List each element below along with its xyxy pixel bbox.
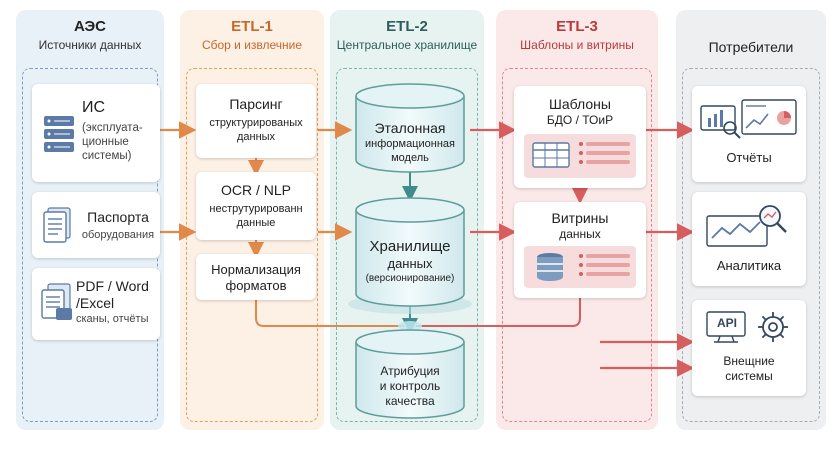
server-icon — [44, 116, 74, 152]
storage-cylinder — [348, 197, 472, 314]
source-passports-sub: оборудования — [81, 229, 155, 241]
etl3-frame — [502, 68, 652, 422]
merge-line-marts — [416, 298, 581, 327]
consumer-reports-card[interactable]: Отчёты — [692, 86, 806, 182]
column-aes-subtitle: Источники данных — [38, 38, 142, 52]
storage-title: Хранилище — [369, 238, 451, 255]
consumer-analytics-card[interactable]: Аналитика — [692, 192, 806, 286]
reports-label: Отчёты — [726, 150, 772, 165]
etl3-templates-card[interactable]: Шаблоны БДО / ТОиР — [514, 86, 646, 188]
column-etl2-subtitle: Центральное хранилище — [336, 38, 478, 52]
column-consumers-title: Потребители — [708, 39, 794, 55]
parsing-sub2: данных — [236, 131, 276, 143]
source-is-sub2: ционные — [82, 136, 129, 148]
etl1-frame — [186, 68, 318, 422]
source-is-sub1: (эксплуата- — [82, 122, 143, 134]
report-charts-icon — [700, 99, 797, 139]
column-etl3-title: ETL-3 — [556, 18, 598, 35]
source-is-sub3: системы) — [82, 150, 132, 162]
quality-cylinder — [355, 329, 465, 419]
model-sub2: модель — [391, 152, 429, 164]
etl3-marts-card[interactable]: Витрины данных — [514, 202, 646, 298]
source-is-card[interactable]: ИС (эксплуата- ционные системы) — [32, 84, 160, 182]
model-label[interactable]: Эталонная информационная модель — [356, 120, 464, 165]
source-pdf-line2: /Excel — [76, 295, 115, 311]
marts-title: Витрины — [551, 210, 609, 226]
storage-label[interactable]: Хранилище данных (версионирование) — [356, 238, 464, 286]
list-icon — [579, 142, 630, 164]
gear-icon — [758, 312, 788, 342]
quality-line3: качества — [385, 394, 435, 408]
norm-line1: Нормализация — [211, 262, 301, 277]
ocr-sub2: данные — [236, 217, 276, 229]
quality-line1: Атрибуция — [380, 364, 440, 378]
api-icon — [706, 311, 746, 343]
column-etl1-subtitle: Сбор и извлечние — [201, 38, 303, 52]
consumers-frame — [682, 68, 820, 422]
database-icon — [537, 253, 563, 281]
table-icon — [532, 142, 570, 168]
external-line2: системы — [725, 369, 773, 383]
source-passports-title: Паспорта — [87, 209, 149, 225]
external-line1: Внещние — [723, 354, 775, 368]
etl1-parsing-card[interactable]: Парсинг структурированых данных — [196, 84, 316, 158]
norm-line2: форматов — [225, 278, 287, 293]
analytics-icon — [706, 205, 787, 247]
etl2-frame — [336, 68, 478, 422]
parsing-sub1: структурированых — [209, 117, 303, 129]
storage-line2: данных — [387, 256, 433, 271]
model-sub1: информационная — [365, 138, 455, 150]
files-icon — [41, 283, 72, 320]
consumer-external-card[interactable]: API Внещние системы — [692, 300, 806, 396]
list-icon-2 — [579, 254, 630, 276]
column-etl3-subtitle: Шаблоны и витрины — [520, 38, 634, 52]
quality-line2: и контроль — [379, 379, 441, 393]
source-pdf-card[interactable]: PDF / Word /Excel сканы, отчёты — [32, 268, 160, 340]
templates-title: Шаблоны — [549, 96, 611, 112]
ocr-title: OCR / NLP — [220, 182, 291, 198]
source-is-title: ИС — [82, 99, 106, 116]
analytics-label: Аналитика — [716, 258, 782, 273]
quality-label[interactable]: Атрибуция и контроль качества — [356, 364, 464, 409]
parsing-title: Парсинг — [229, 96, 283, 112]
merge-glow — [398, 321, 422, 331]
merge-line-norm — [255, 300, 404, 327]
templates-sub: БДО / ТОиР — [546, 113, 614, 127]
source-pdf-sub: сканы, отчёты — [76, 313, 149, 325]
etl1-norm-card[interactable]: Нормализация форматов — [196, 254, 316, 300]
source-passports-card[interactable]: Паспорта оборудования — [32, 192, 160, 258]
marts-sub: данных — [559, 227, 601, 241]
column-etl2-title: ETL-2 — [386, 18, 428, 35]
etl1-ocr-card[interactable]: OCR / NLP неструтурированн данные — [196, 172, 316, 240]
api-icon-text: API — [716, 316, 737, 330]
source-pdf-line1: PDF / Word — [76, 278, 149, 294]
storage-sub: (версионирование) — [365, 273, 455, 284]
model-cylinder — [355, 83, 465, 173]
ocr-sub1: неструтурированн — [209, 203, 303, 215]
column-etl1-title: ETL-1 — [231, 18, 273, 35]
document-icon — [43, 207, 71, 243]
column-aes-title: АЭС — [74, 18, 106, 35]
model-title: Эталонная — [374, 120, 446, 136]
